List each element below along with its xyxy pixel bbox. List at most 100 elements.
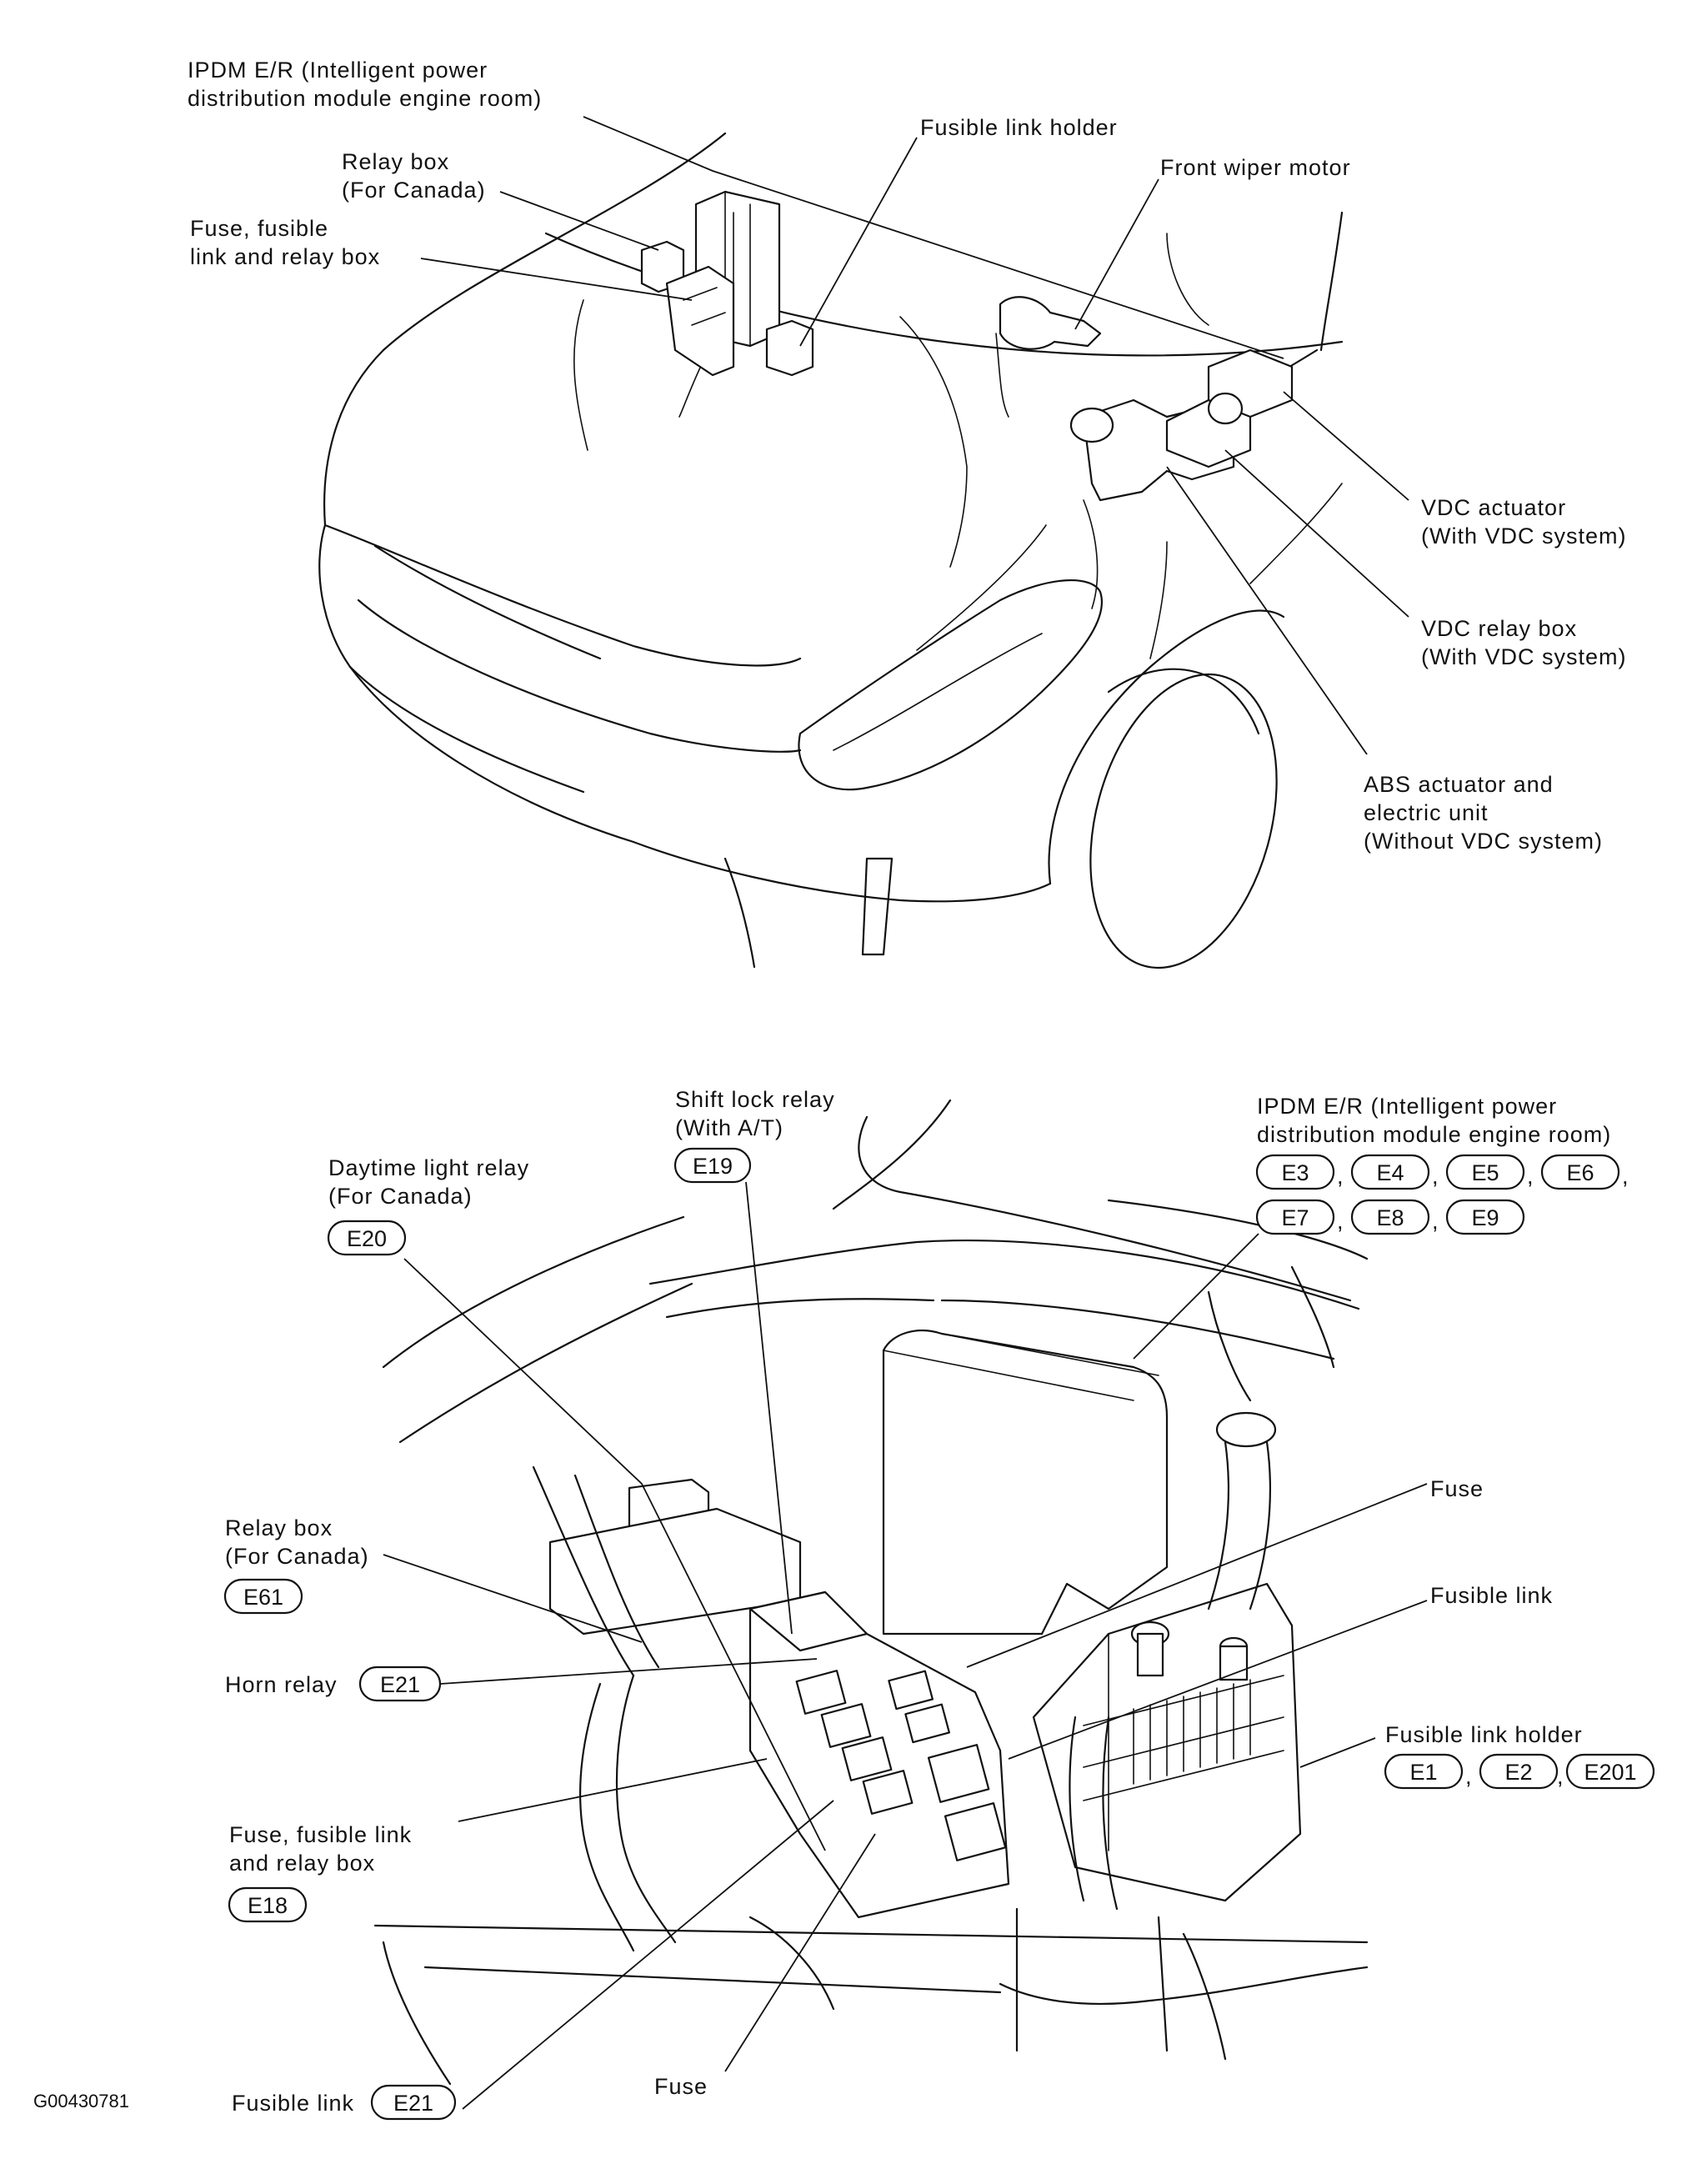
hood-front-edge <box>323 523 802 667</box>
svg-text:,: , <box>1337 1164 1344 1189</box>
strut-tower-line <box>858 1115 1352 1302</box>
label-vdc-actuator: VDC actuator(With VDC system) <box>1421 495 1627 549</box>
bay-line-7 <box>1249 483 1343 584</box>
leader-relay-box-top <box>499 191 659 251</box>
bay-line-9 <box>1083 499 1099 609</box>
hose-left-1 <box>578 1682 635 1952</box>
label-fusible-link-holder-top: Fusible link holder <box>920 115 1118 140</box>
svg-text:E9: E9 <box>1471 1205 1499 1230</box>
lower-frame <box>373 1924 1369 1944</box>
wire-2 <box>573 1474 660 1669</box>
label-fuse-bottom: Fuse <box>654 2074 708 2099</box>
connector-fusible-link-holder: E1 E2 E201 <box>1384 1753 1655 1790</box>
connector-ipdm-row2: E7 E8 E9 <box>1255 1199 1525 1235</box>
connector-shift-lock-relay: E19 <box>673 1147 752 1184</box>
svg-text:E1: E1 <box>1409 1760 1437 1785</box>
upper-bar-2 <box>398 1282 693 1444</box>
connector-fuse-box: E18 <box>228 1886 308 1923</box>
label-relay-box-top: Relay box(For Canada) <box>342 149 486 203</box>
svg-text:,: , <box>1527 1164 1534 1189</box>
leader-daytime-light-relay <box>403 1258 826 1851</box>
bumper-corner <box>723 857 756 969</box>
figure-id: G00430781 <box>33 2091 129 2111</box>
bottom-view-leaders <box>383 1181 1428 2110</box>
svg-text:,: , <box>1465 1764 1473 1789</box>
bottom-view-engine-room-drawing <box>373 1099 1369 2086</box>
connector-relay-box: E61 <box>223 1578 303 1615</box>
svg-text:,: , <box>1432 1164 1439 1189</box>
bay-line-4 <box>916 524 1047 651</box>
leader-abs-actuator <box>1166 466 1368 755</box>
svg-text:,: , <box>1432 1209 1439 1234</box>
bay-line-3 <box>995 333 1009 418</box>
svg-text:E7: E7 <box>1281 1205 1309 1230</box>
label-vdc-relay-box: VDC relay box(With VDC system) <box>1421 616 1627 669</box>
label-relay-box-bottom: Relay box(For Canada) <box>225 1515 369 1569</box>
front-wheel <box>1089 673 1278 969</box>
hose-right-2 <box>1249 1440 1272 1610</box>
svg-text:E5: E5 <box>1471 1160 1499 1185</box>
svg-text:E19: E19 <box>693 1154 733 1179</box>
bay-line-5 <box>899 316 968 568</box>
svg-text:,: , <box>1557 1764 1564 1789</box>
leader-ipdm-bottom <box>1133 1233 1259 1360</box>
front-bumper <box>318 523 1052 903</box>
leader-fuse-box-top <box>420 258 693 301</box>
svg-text:E4: E4 <box>1376 1160 1404 1185</box>
headlight <box>798 579 1103 791</box>
label-daytime-light-relay: Daytime light relay(For Canada) <box>328 1155 529 1209</box>
svg-text:,: , <box>1622 1164 1629 1189</box>
connector-horn-relay: E21 <box>358 1666 442 1702</box>
top-view-vehicle-drawing <box>318 132 1344 969</box>
bumper-crease <box>357 599 802 753</box>
leader-fuse-bottom <box>724 1833 876 2072</box>
ipdm-engine-room-box <box>882 1330 1169 1635</box>
hood-left-edge <box>323 132 727 527</box>
leader-fusible-link-holder-bottom <box>1299 1737 1376 1768</box>
svg-text:E3: E3 <box>1281 1160 1309 1185</box>
label-front-wiper-motor: Front wiper motor <box>1160 155 1351 180</box>
wheel-arch-inner <box>1107 668 1260 735</box>
right-fender-line <box>1319 211 1344 352</box>
leader-shift-lock-relay <box>745 1181 793 1635</box>
bay-line-1 <box>573 299 588 451</box>
wire-1 <box>532 1465 635 1677</box>
top-fuse-relay-box <box>665 265 735 377</box>
leader-fusible-link-holder-top <box>799 137 918 347</box>
svg-text:E21: E21 <box>380 1672 420 1697</box>
label-fusible-link-right: Fusible link <box>1430 1583 1553 1608</box>
svg-text:E201: E201 <box>1584 1760 1636 1785</box>
grille-upper <box>373 544 602 660</box>
svg-text:E21: E21 <box>393 2091 433 2116</box>
leader-vdc-relay-box <box>1224 449 1409 618</box>
bumper-lower <box>348 665 585 794</box>
top-fusible-link-holder <box>765 319 814 377</box>
connector-fusible-link-bottom: E21 <box>370 2084 457 2121</box>
cross-member-line <box>648 1240 1360 1310</box>
leader-front-wiper-top <box>1074 178 1159 330</box>
leader-fuse-box-bottom <box>458 1758 768 1822</box>
connector-daytime-light-relay: E20 <box>327 1220 407 1256</box>
leader-horn-relay <box>439 1658 818 1685</box>
leader-fusible-link-bottom <box>462 1800 834 2110</box>
bay-line-6 <box>1166 233 1209 326</box>
svg-text:E8: E8 <box>1376 1205 1404 1230</box>
top-view-components <box>640 190 1294 502</box>
svg-text:E18: E18 <box>248 1893 288 1918</box>
headlight-inner <box>833 633 1043 751</box>
svg-text:,: , <box>1337 1209 1344 1234</box>
connector-ipdm-row1: E3 E4 E5 E6 <box>1255 1154 1620 1190</box>
top-front-wiper-motor <box>999 296 1102 350</box>
upper-bar-1 <box>382 1215 685 1369</box>
fog-light <box>861 857 894 956</box>
fuse-cell-1 <box>795 1670 847 1715</box>
top-view-leaders <box>420 116 1409 755</box>
svg-text:E6: E6 <box>1566 1160 1594 1185</box>
